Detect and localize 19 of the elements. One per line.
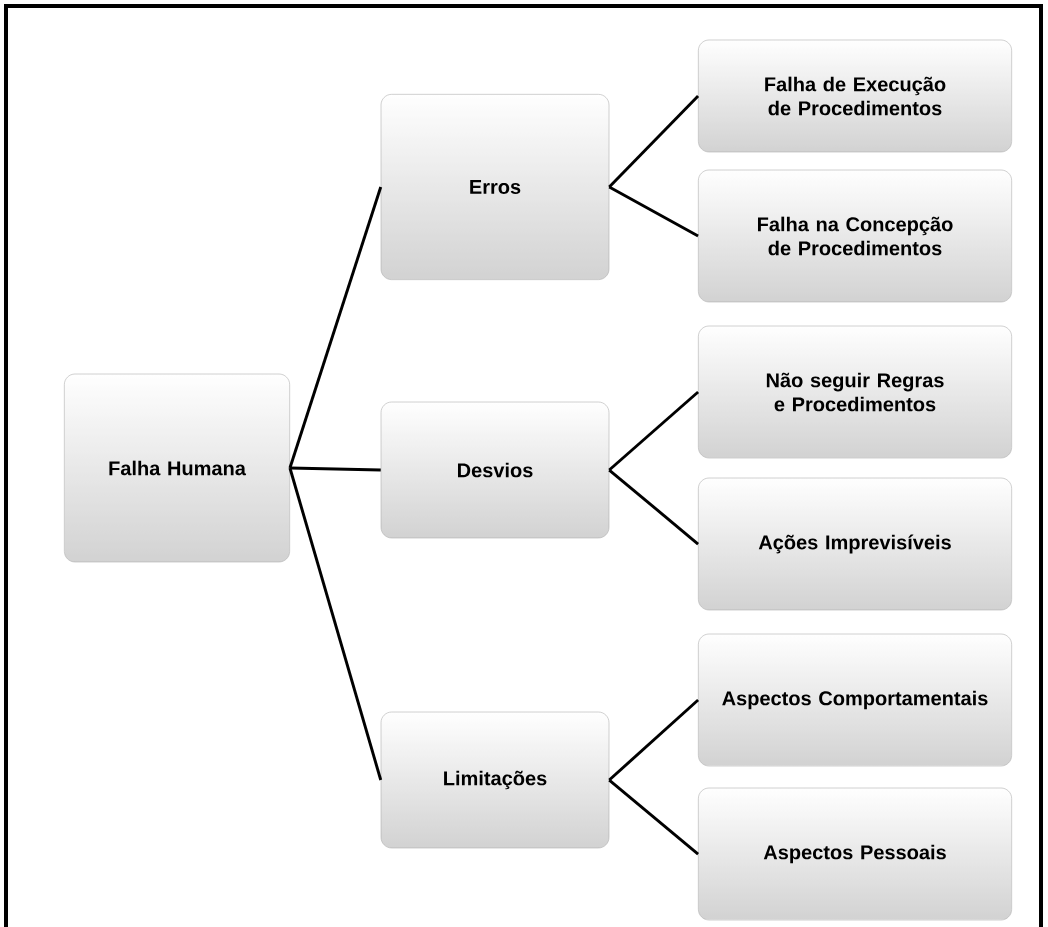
box: Erros (380, 94, 610, 280)
box: Limitações (380, 711, 610, 849)
connector-line (608, 94, 700, 189)
box: Desvios (380, 401, 610, 539)
box: Falha na Concepção de Procedimentos (698, 169, 1012, 303)
connector-line (288, 186, 383, 469)
connector-line (608, 468, 699, 546)
connector-line (608, 390, 700, 472)
connector-line (608, 698, 700, 782)
box: Ações Imprevisíveis (698, 477, 1012, 611)
box: Falha de Execução de Procedimentos (698, 39, 1012, 153)
box: Não seguir Regras e Procedimentos (698, 325, 1012, 459)
box: Aspectos Pessoais (698, 787, 1012, 921)
connector-line (288, 467, 383, 781)
connector-line (289, 466, 381, 472)
connector-line (608, 185, 699, 238)
connector-line (608, 778, 699, 856)
box: Falha Humana (64, 373, 290, 563)
box: Aspectos Comportamentais (698, 633, 1012, 767)
